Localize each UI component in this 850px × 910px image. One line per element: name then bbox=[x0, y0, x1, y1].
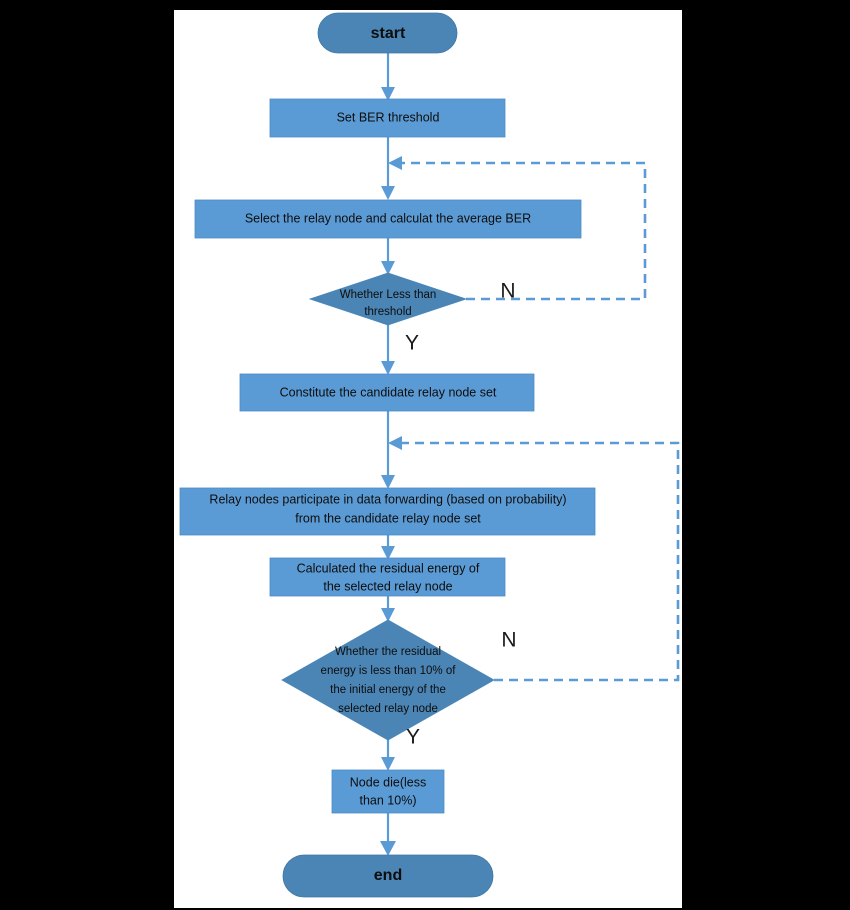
connector-nodedie-to-end bbox=[380, 813, 396, 856]
node-decision-threshold-line1: Whether Less than bbox=[340, 289, 437, 301]
branch-label-energy-no: N bbox=[501, 629, 516, 652]
node-decision-residual-energy-line1: Whether the residual bbox=[335, 646, 441, 658]
node-start-label: start bbox=[371, 25, 406, 42]
node-node-die-line1: Node die(less bbox=[350, 775, 426, 789]
connector-setber-to-selectrelay bbox=[381, 137, 395, 200]
node-decision-residual-energy[interactable]: Whether the residual energy is less than… bbox=[281, 619, 495, 741]
node-node-die-line2: than 10%) bbox=[360, 793, 417, 807]
node-calculate-residual-energy-line1: Calculated the residual energy of bbox=[297, 561, 480, 575]
node-decision-residual-energy-line4: selected relay node bbox=[338, 703, 438, 715]
node-decision-residual-energy-line3: the initial energy of the bbox=[330, 684, 446, 696]
connector-decision2-yes-to-nodedie bbox=[381, 738, 395, 771]
node-relay-participate-line2: from the candidate relay node set bbox=[295, 511, 481, 525]
node-set-ber-threshold[interactable]: Set BER threshold bbox=[269, 98, 506, 138]
branch-label-threshold-yes: Y bbox=[405, 332, 419, 355]
flowchart-sheet bbox=[174, 10, 682, 908]
node-constitute-candidate-set-label: Constitute the candidate relay node set bbox=[280, 385, 497, 399]
connector-selectrelay-to-decision1 bbox=[381, 238, 395, 275]
node-end[interactable]: end bbox=[282, 854, 494, 898]
connector-start-to-setber bbox=[381, 53, 395, 101]
node-select-relay[interactable]: Select the relay node and calculat the a… bbox=[194, 199, 582, 239]
connector-constitute-to-participate bbox=[381, 411, 395, 489]
node-calculate-residual-energy[interactable]: Calculated the residual energy of the se… bbox=[269, 557, 506, 597]
connector-participate-to-calcresidual bbox=[381, 535, 395, 560]
feedback-loop-threshold-no bbox=[388, 156, 647, 301]
branch-label-energy-yes: Y bbox=[406, 726, 420, 749]
node-relay-participate-line1: Relay nodes participate in data forwardi… bbox=[209, 492, 566, 506]
node-decision-threshold[interactable]: Whether Less than threshold bbox=[308, 272, 468, 326]
connector-calcresidual-to-decision2 bbox=[381, 596, 395, 622]
node-node-die[interactable]: Node die(less than 10%) bbox=[331, 769, 445, 814]
node-constitute-candidate-set[interactable]: Constitute the candidate relay node set bbox=[239, 373, 535, 412]
feedback-loop-energy-no bbox=[388, 436, 680, 682]
node-end-label: end bbox=[374, 867, 402, 884]
node-relay-participate[interactable]: Relay nodes participate in data forwardi… bbox=[179, 487, 596, 536]
branch-label-threshold-no: N bbox=[500, 280, 515, 303]
node-set-ber-threshold-label: Set BER threshold bbox=[337, 110, 440, 124]
connector-decision1-yes-to-constitute bbox=[381, 322, 395, 375]
node-select-relay-label: Select the relay node and calculat the a… bbox=[245, 211, 531, 225]
node-calculate-residual-energy-line2: the selected relay node bbox=[323, 579, 452, 593]
node-decision-threshold-line2: threshold bbox=[364, 306, 411, 318]
node-start[interactable]: start bbox=[317, 12, 458, 54]
node-decision-residual-energy-line2: energy is less than 10% of bbox=[321, 665, 457, 677]
